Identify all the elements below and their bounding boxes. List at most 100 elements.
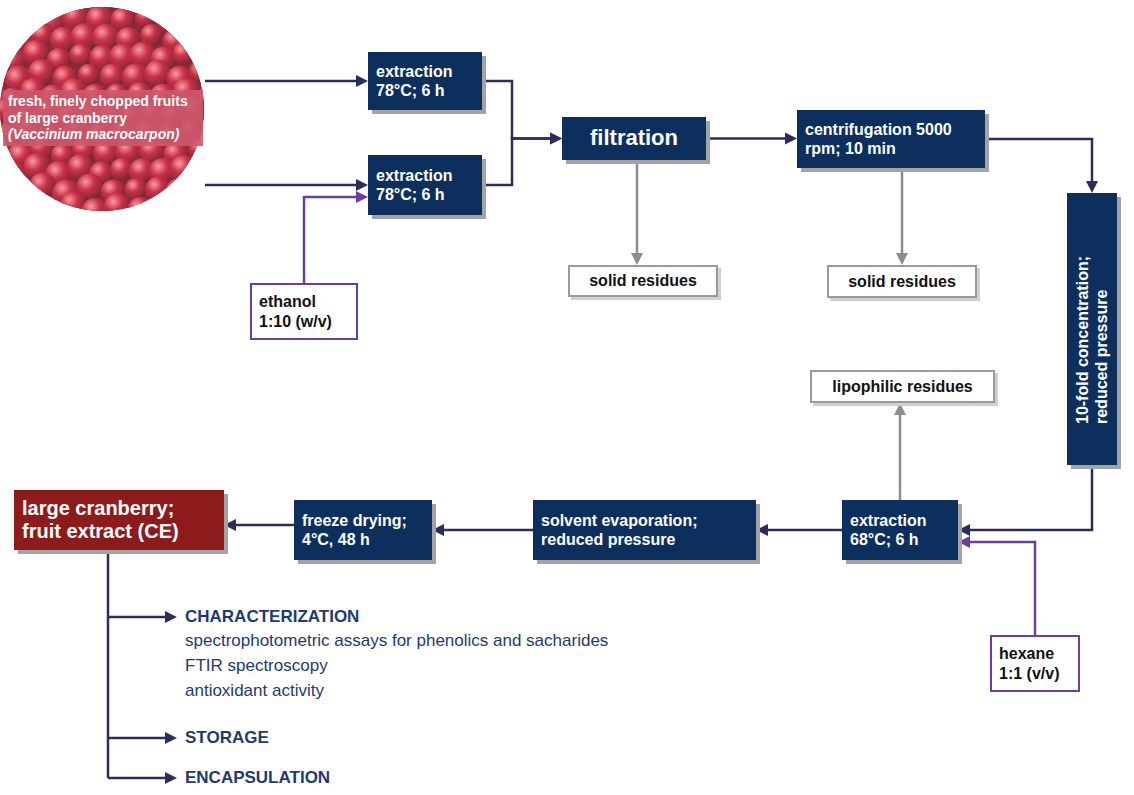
berry xyxy=(192,161,205,187)
berry xyxy=(175,195,200,218)
residue-box: solid residues xyxy=(827,265,977,298)
berry xyxy=(0,12,18,35)
connector-line xyxy=(205,80,358,83)
arrow-head xyxy=(224,519,236,531)
node-text: solvent evaporation; reduced pressure xyxy=(541,511,748,549)
berry xyxy=(139,0,167,11)
branch-heads xyxy=(165,611,177,784)
node-text: 10-fold concentration; reduced pressure xyxy=(1073,234,1111,424)
connector-line xyxy=(706,137,787,140)
node-text: extraction 78°C; 6 h xyxy=(376,166,474,204)
connector-line xyxy=(636,160,639,255)
berry xyxy=(186,173,205,201)
photo-haze xyxy=(0,7,204,211)
berry xyxy=(36,212,61,218)
connector xyxy=(958,536,1035,635)
branch-arm xyxy=(108,777,166,780)
solvent-box: hexane 1:1 (v/v) xyxy=(990,635,1080,692)
berry xyxy=(7,182,31,206)
berry xyxy=(77,212,103,218)
connector xyxy=(304,191,368,283)
berry xyxy=(34,0,62,12)
node-text: solid residues xyxy=(837,272,967,291)
arrow-head xyxy=(356,75,368,87)
arrow-head xyxy=(756,524,768,536)
connector xyxy=(205,75,368,87)
node-text: freeze drying; 4°C, 48 h xyxy=(302,511,424,549)
section-heading: CHARACTERIZATION xyxy=(185,607,359,627)
connector xyxy=(432,524,533,536)
node-text: solid residues xyxy=(578,271,708,290)
branch-arm xyxy=(108,737,166,740)
berry xyxy=(20,193,44,217)
berries xyxy=(0,0,205,218)
connector-line xyxy=(442,529,533,532)
connector xyxy=(985,139,1098,193)
photo-node: fresh, finely chopped fruits of large cr… xyxy=(0,0,205,218)
node-text: filtration xyxy=(570,125,698,151)
connector-line xyxy=(482,139,552,186)
process-box: solvent evaporation; reduced pressure xyxy=(533,500,756,560)
node-text: extraction 78°C; 6 h xyxy=(376,62,474,100)
arrow-head xyxy=(896,253,908,265)
connector-line xyxy=(766,529,842,532)
berry xyxy=(185,20,205,47)
connector xyxy=(205,179,368,191)
branch-arm xyxy=(108,616,166,619)
connector-line xyxy=(899,413,902,500)
list-item: FTIR spectroscopy xyxy=(185,656,328,676)
connector-line xyxy=(985,139,1092,183)
connector-line xyxy=(482,81,552,139)
berry xyxy=(17,3,41,27)
connector xyxy=(756,524,842,536)
connector xyxy=(706,133,797,145)
node-text: ethanol 1:10 (w/v) xyxy=(259,292,349,330)
arrow-head xyxy=(958,524,970,536)
berry xyxy=(0,0,14,9)
list-item: antioxidant activity xyxy=(185,681,324,701)
process-box: extraction 78°C; 6 h xyxy=(368,155,482,215)
arrow-head xyxy=(356,191,368,203)
berry xyxy=(182,0,206,9)
node-text: (Vaccinium macrocarpon) xyxy=(8,126,198,143)
arrow-head xyxy=(631,253,643,265)
connector-line xyxy=(205,184,358,187)
connector-line xyxy=(968,542,1035,635)
caption-band: fresh, finely chopped fruits of large cr… xyxy=(3,90,203,146)
connector xyxy=(631,160,643,265)
arrow-head xyxy=(550,133,562,145)
berry xyxy=(198,9,205,37)
photo-ground xyxy=(0,0,205,218)
arrow-head xyxy=(432,524,444,536)
node-text: extraction 68°C; 6 h xyxy=(850,511,950,549)
solvent-box: ethanol 1:10 (w/v) xyxy=(250,283,358,340)
section-heading: ENCAPSULATION xyxy=(185,768,330,788)
berry xyxy=(41,201,65,218)
section-heading: STORAGE xyxy=(185,728,269,748)
connector-line xyxy=(234,524,294,527)
connector-line xyxy=(901,168,904,255)
node-text: centrifugation 5000 rpm; 10 min xyxy=(805,120,977,158)
arrow-head xyxy=(1086,181,1098,193)
process-box: centrifugation 5000 rpm; 10 min xyxy=(797,110,985,168)
connector xyxy=(482,133,562,186)
node-text: hexane 1:1 (v/v) xyxy=(999,644,1071,682)
node-text: fresh, finely chopped fruits of large cr… xyxy=(8,93,198,126)
arrow-head xyxy=(165,772,177,784)
arrow-head xyxy=(165,611,177,623)
process-box: extraction 68°C; 6 h xyxy=(842,500,958,560)
connector xyxy=(224,519,294,531)
berry xyxy=(0,21,15,47)
node-text: lipophilic residues xyxy=(820,377,985,396)
berry xyxy=(0,175,8,198)
arrow-head xyxy=(550,133,562,145)
arrow-head xyxy=(165,732,177,744)
berry xyxy=(160,0,188,18)
connector xyxy=(958,465,1092,536)
branch-trunk xyxy=(107,553,110,778)
berry xyxy=(182,214,205,218)
process-box: freeze drying; 4°C, 48 h xyxy=(294,500,432,560)
list-item: spectrophotometric assays for phenolics … xyxy=(185,631,608,651)
process-box: extraction 78°C; 6 h xyxy=(368,52,482,110)
residue-box: lipophilic residues xyxy=(810,370,995,403)
